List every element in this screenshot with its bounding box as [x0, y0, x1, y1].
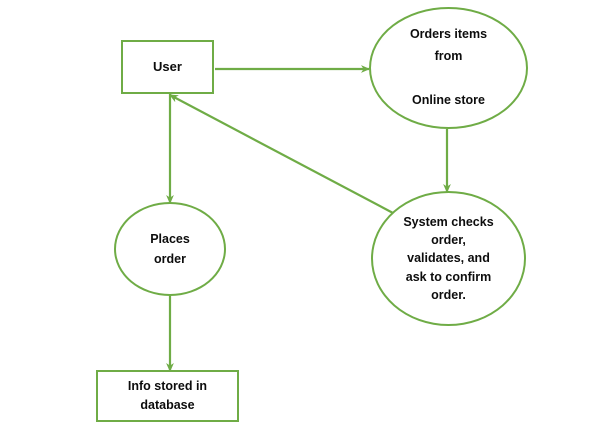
node-orders-items-label: Orders items from Online store [409, 27, 488, 107]
node-places-order-label: Places order [150, 232, 190, 266]
node-info-stored-in-database[interactable]: Info stored in database [96, 370, 239, 422]
node-system-checks-order-label: System checks order, validates, and ask … [403, 215, 494, 302]
node-places-order[interactable]: Places order [114, 202, 226, 296]
node-user-label: User [153, 59, 182, 75]
node-orders-items[interactable]: Orders items from Online store [369, 7, 528, 129]
edge-system-to-user [169, 94, 394, 214]
node-system-checks-order[interactable]: System checks order, validates, and ask … [371, 191, 526, 326]
node-user[interactable]: User [121, 40, 214, 94]
node-info-stored-in-database-label: Info stored in database [127, 379, 208, 412]
